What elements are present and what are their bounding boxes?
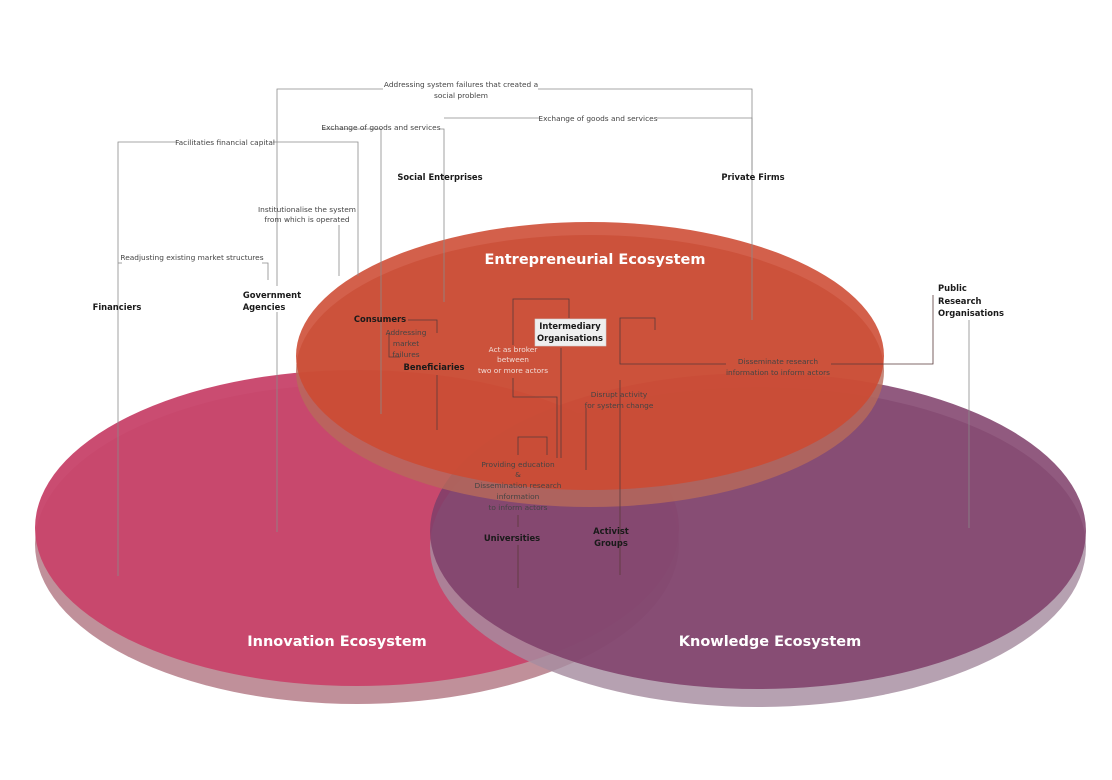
social-enterprises-label: Social Enterprises [397,172,482,182]
broker-label-line-2: between [497,355,529,364]
institutionalise-label-line-2: from which is operated [264,215,349,224]
government-agencies-label-line-1: Government [243,290,301,300]
system-failures-label-line-2: social problem [434,91,488,100]
intermediary-label-line-1: Intermediary [539,321,601,331]
financial-capital-label: Facilitaties financial capital [175,138,275,147]
public-research-label-line-2: Research [938,296,982,306]
government-agencies-label-line-2: Agencies [243,302,286,312]
disseminate-label-line-2: information to inform actors [726,368,830,377]
disrupt-label-line-1: Disrupt activity [591,390,648,399]
addressing-market-label-line-1: Addressing [386,328,427,337]
exchange-goods-right-label: Exchange of goods and services [538,114,657,123]
broker-label-line-1: Act as broker [489,345,539,354]
system-failures-label-line-1: Addressing system failures that created … [384,80,538,89]
financiers-label: Financiers [93,302,142,312]
providing-label-line-5: to inform actors [489,503,548,512]
providing-label-line-2: & [515,470,521,479]
disrupt-label-line-2: for system change [585,401,654,410]
broker-label-line-3: two or more actors [478,366,548,375]
providing-label-line-3: Dissemination research [475,481,562,490]
consumers-label: Consumers [354,314,406,324]
addressing-market-label-line-2: market [393,339,419,348]
innovation-ecosystem-title: Innovation Ecosystem [247,634,427,650]
disseminate-label-line-1: Disseminate research [738,357,819,366]
private-firms-label: Private Firms [721,172,784,182]
universities-label: Universities [484,533,540,543]
exchange-goods-left-label: Exchange of goods and services [321,123,440,132]
addressing-market-label-line-3: failures [392,350,419,359]
public-research-label-line-1: Public [938,283,967,293]
institutionalise-label-line-1: Institutionalise the system [258,205,356,214]
knowledge-ecosystem-title: Knowledge Ecosystem [679,634,861,650]
providing-label-line-1: Providing education [481,460,555,469]
beneficiaries-label: Beneficiaries [403,362,464,372]
intermediary-label-line-2: Organisations [537,333,603,343]
connector-lines [117,88,970,588]
readjusting-label: Readjusting existing market structures [120,253,263,262]
entrepreneurial-ecosystem-title: Entrepreneurial Ecosystem [485,252,706,268]
public-research-label-line-3: Organisations [938,308,1004,318]
providing-label-line-4: information [497,492,540,501]
activist-groups-label-line-2: Groups [594,538,628,548]
activist-groups-label-line-1: Activist [593,526,629,536]
entrepreneurial-ecosystem-circle [296,222,884,507]
intermediary-organisations-box: Intermediary Organisations [534,318,607,347]
